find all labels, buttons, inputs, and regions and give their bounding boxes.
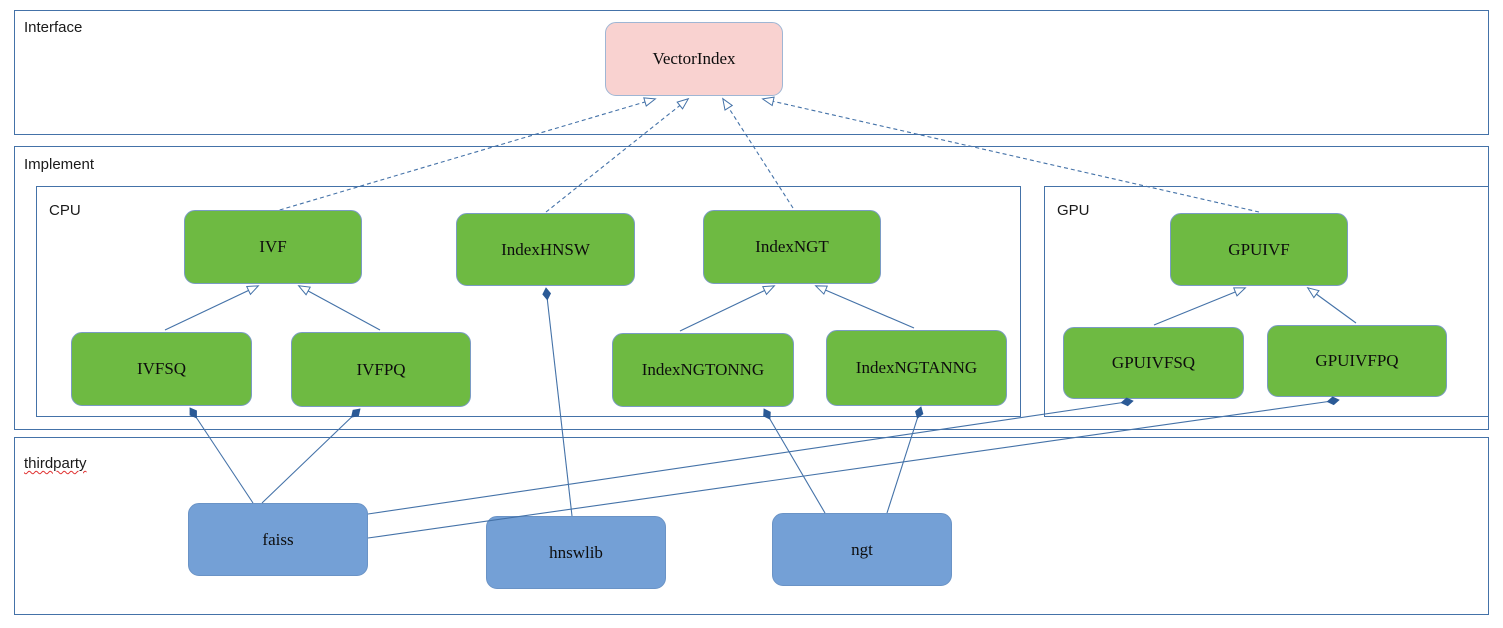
edge-ngt-to-indexngtanng [886,407,921,514]
edge-gpuivfsq-to-gpuivf [1153,287,1247,326]
edge-indexngt-to-vectorindex [722,97,794,209]
edge-faiss-to-gpuivfsq [367,401,1133,515]
panel-label-cpu: CPU [49,202,81,219]
edge-gpuivf-to-vectorindex [761,96,1260,213]
panel-cpu [36,186,1021,417]
node-gpuivfsq[interactable]: GPUIVFSQ [1063,327,1244,399]
node-faiss[interactable]: faiss [188,503,368,576]
panel-label-interface: Interface [24,19,83,36]
node-ivfsq[interactable]: IVFSQ [71,332,252,406]
edge-ivfsq-to-ivf [164,285,260,331]
edge-gpuivfpq-to-gpuivf [1306,286,1357,324]
node-gpuivfpq[interactable]: GPUIVFPQ [1267,325,1447,397]
edge-ngt-to-indexngtonng [764,409,826,514]
node-indexhnsw[interactable]: IndexHNSW [456,213,635,286]
edge-ivfpq-to-ivf [297,285,381,331]
edge-faiss-to-ivfsq [189,408,254,504]
node-ivf[interactable]: IVF [184,210,362,284]
edge-indexngtonng-to-indexngt [679,285,776,332]
panel-label-thirdparty: thirdparty [24,455,87,472]
panel-gpu [1044,186,1489,417]
panel-interface [14,10,1489,135]
panel-label-implement: Implement [24,156,95,173]
node-ivfpq[interactable]: IVFPQ [291,332,471,407]
edge-indexhnsw-to-vectorindex [545,97,690,213]
edge-ivf-to-vectorindex [272,97,657,213]
node-vectorindex[interactable]: VectorIndex [605,22,783,96]
edge-hnswlib-to-indexhnsw [546,288,573,517]
node-ngt[interactable]: ngt [772,513,952,586]
edge-indexngtanng-to-indexngt [814,285,915,329]
panel-label-gpu: GPU [1057,202,1090,219]
node-hnswlib[interactable]: hnswlib [486,516,666,589]
edge-faiss-to-ivfpq [261,409,360,504]
edge-faiss-to-gpuivfpq [367,400,1339,539]
node-indexngtanng[interactable]: IndexNGTANNG [826,330,1007,406]
node-gpuivf[interactable]: GPUIVF [1170,213,1348,286]
node-indexngt[interactable]: IndexNGT [703,210,881,284]
node-indexngtonng[interactable]: IndexNGTONNG [612,333,794,407]
panel-thirdparty [14,437,1489,615]
